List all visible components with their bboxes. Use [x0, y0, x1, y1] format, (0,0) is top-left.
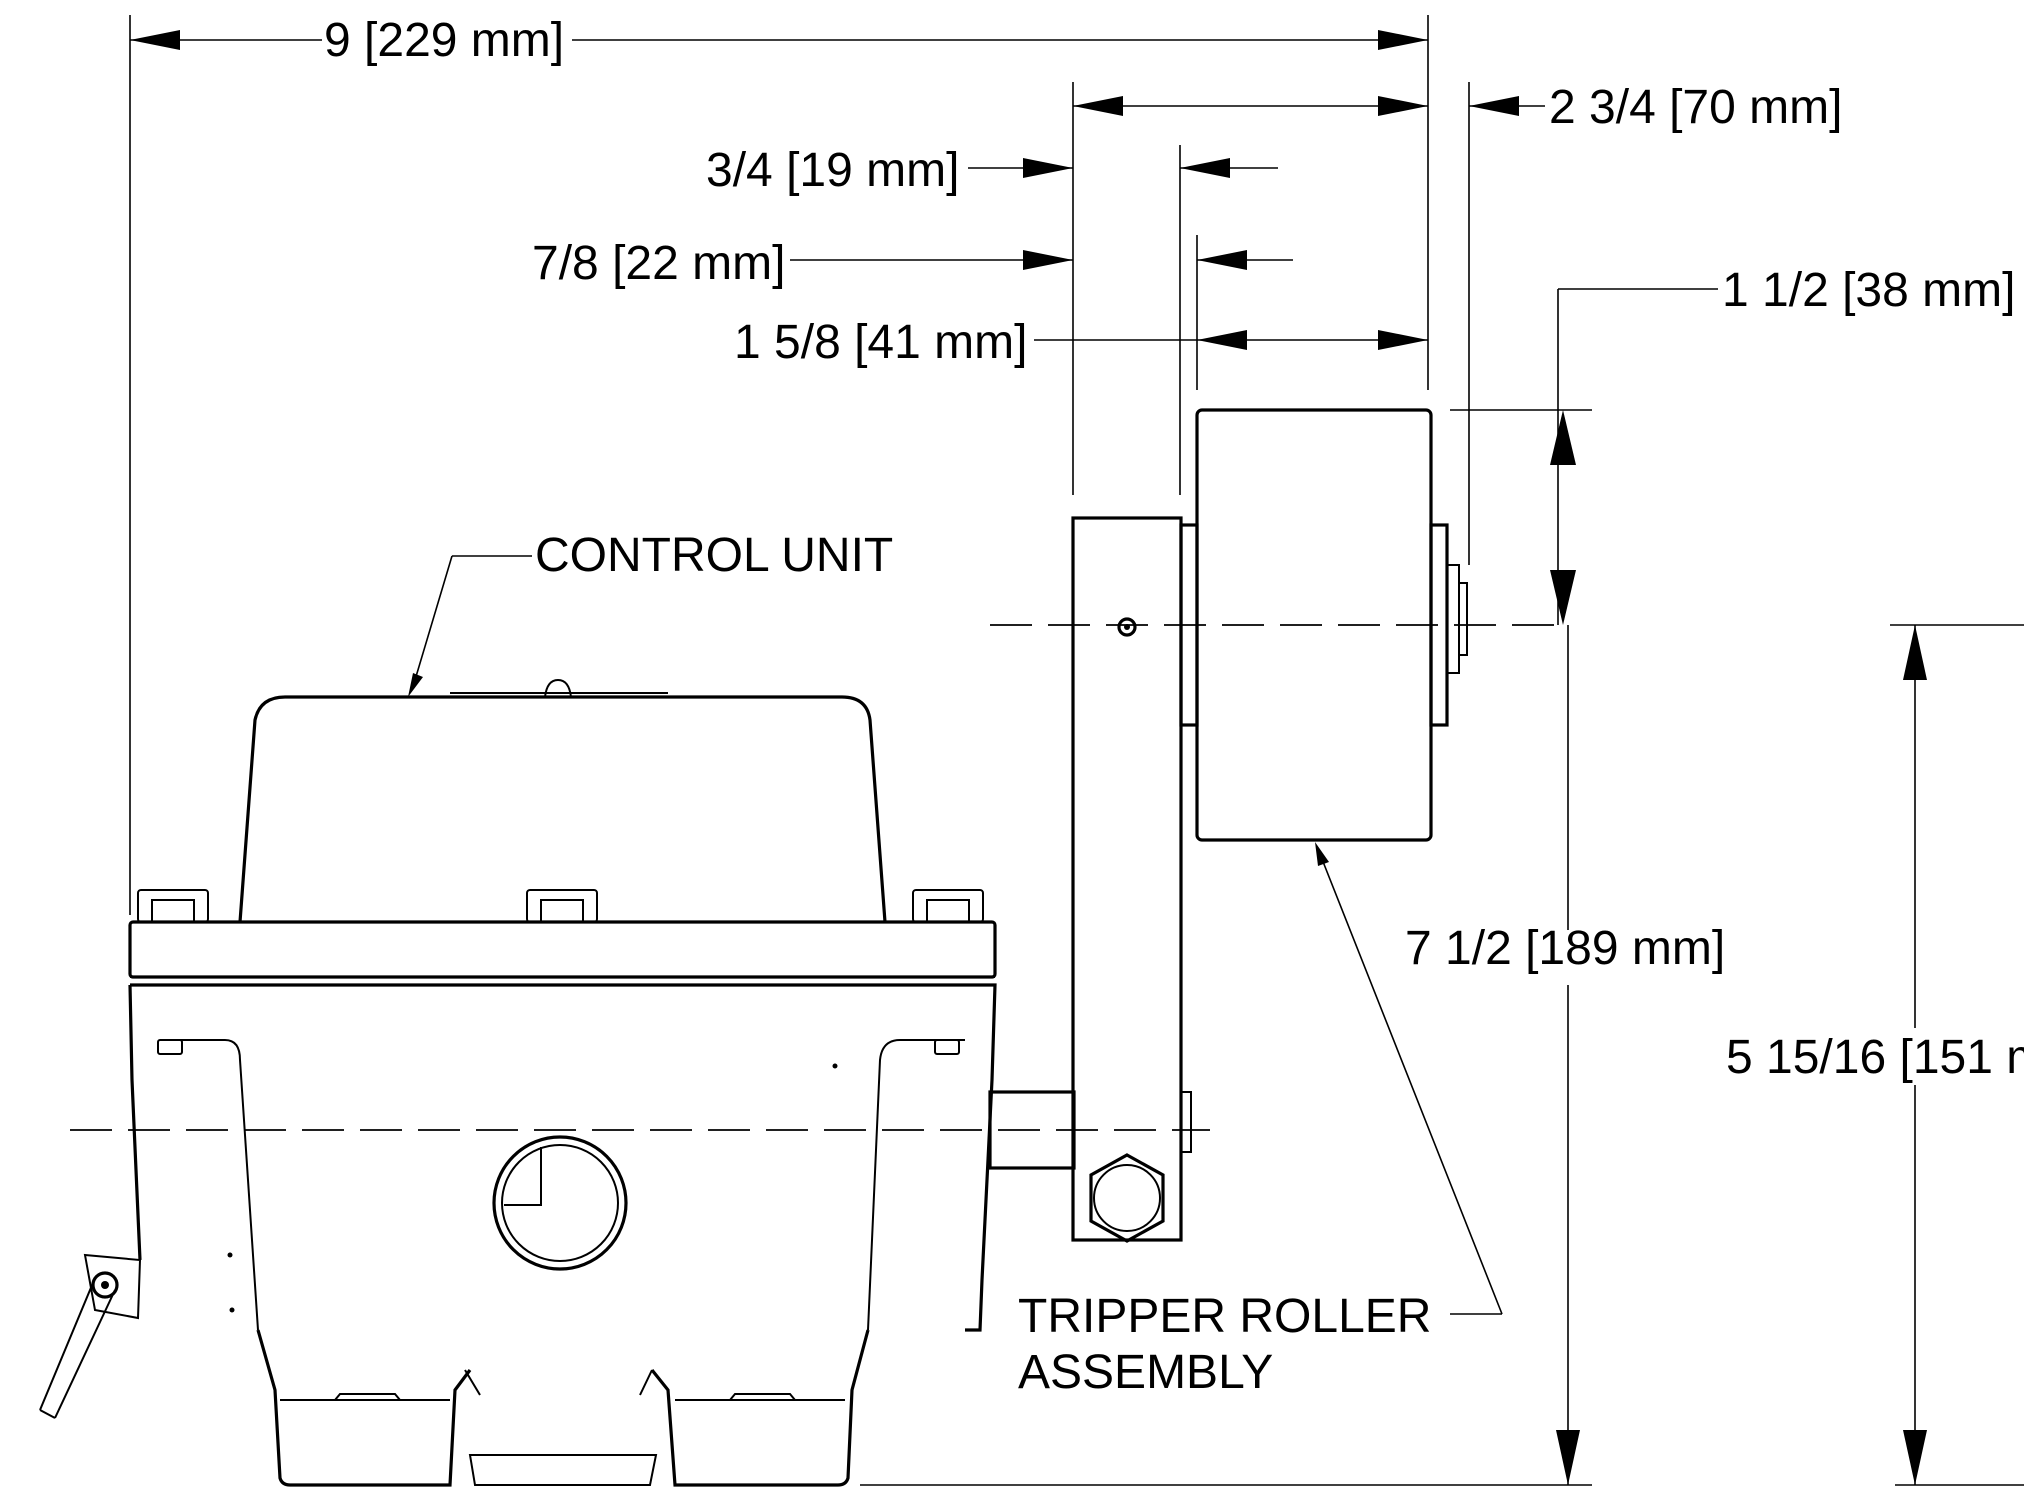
callout-labels: CONTROL UNIT TRIPPER ROLLER ASSEMBLY — [535, 529, 1431, 1399]
control-unit-label: CONTROL UNIT — [535, 529, 893, 582]
tripper-roller-label-line2: ASSEMBLY — [1018, 1346, 1273, 1399]
dimension-labels: 9 [229 mm] 2 3/4 [70 mm] 3/4 [19 mm] 7/8… — [324, 14, 2024, 1084]
bracket-width-label: 2 3/4 [70 mm] — [1549, 81, 1842, 134]
arm-offset-label: 3/4 [19 mm] — [706, 144, 959, 197]
centerlines — [70, 624, 1560, 1131]
overall-width-label: 9 [229 mm] — [324, 14, 564, 67]
axle-height-label: 5 15/16 [151 mm] — [1726, 1031, 2024, 1084]
control-unit — [39, 678, 997, 1487]
arm-thickness-label: 7/8 [22 mm] — [532, 237, 785, 290]
lever-arm — [39, 1253, 142, 1419]
roller-width-label: 1 5/8 [41 mm] — [734, 316, 1027, 369]
cover-bolts — [137, 889, 984, 923]
tripper-roller-label-line1: TRIPPER ROLLER — [1018, 1290, 1431, 1343]
overall-height-label: 7 1/2 [189 mm] — [1405, 922, 1725, 975]
leader-lines — [408, 555, 1503, 1315]
dimension-lines — [129, 15, 2024, 1486]
tripper-roller-assembly — [988, 408, 1468, 1243]
roller-radius-label: 1 1/2 [38 mm] — [1722, 264, 2015, 317]
